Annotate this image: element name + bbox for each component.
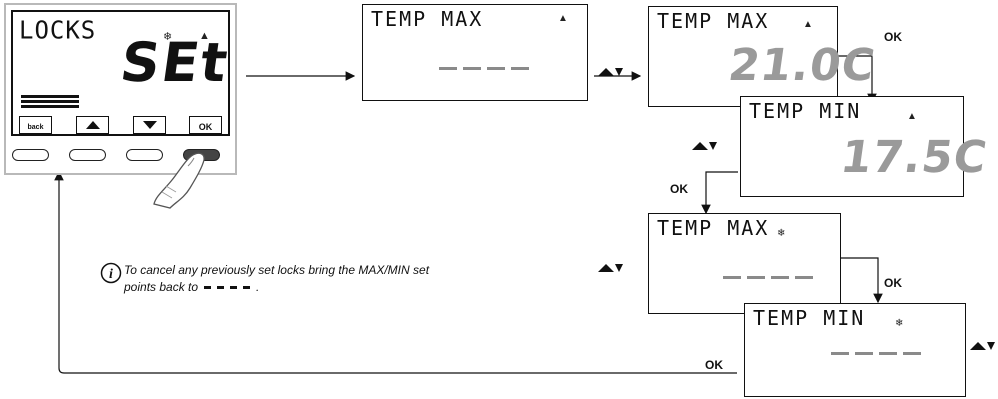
set-value: 21.0C: [725, 40, 879, 91]
screen-temp-max-dashes: TEMP MAX ▲: [362, 4, 588, 101]
ok-label: OK: [670, 182, 688, 196]
svg-text:i: i: [109, 267, 113, 282]
flame-icon: ▲: [558, 13, 568, 24]
updown-icon-2: [692, 142, 717, 150]
screen-title: TEMP MIN: [749, 99, 862, 123]
thermostat-device: LOCKS ❄ ▲ SEt back OK: [4, 3, 237, 175]
device-lcd: LOCKS ❄ ▲ SEt back OK: [11, 10, 234, 136]
screen-title: TEMP MIN: [753, 306, 866, 330]
screen-title: TEMP MAX: [657, 9, 770, 33]
ok-label: OK: [884, 276, 902, 290]
blinking-dashes: [439, 67, 529, 70]
screen-title: TEMP MAX: [371, 7, 484, 31]
down-softkey[interactable]: [133, 116, 166, 134]
flame-icon: ▲: [907, 111, 917, 122]
device-mode-text: LOCKS: [19, 15, 97, 45]
updown-icon-1: [598, 68, 623, 76]
hw-button-up[interactable]: [69, 149, 106, 161]
snowflake-icon: ❄: [163, 31, 173, 43]
arrow-ok-to-min-dashes: [841, 257, 883, 304]
flame-icon: ▲: [199, 30, 210, 42]
arrow-ok-to-min: [838, 55, 877, 104]
snowflake-icon: ❄: [895, 318, 904, 329]
arrow-back-to-device: [54, 170, 737, 374]
up-arrow-icon: [86, 121, 100, 129]
down-arrow-icon: [143, 121, 157, 129]
note-line-1: To cancel any previously set locks bring…: [124, 263, 430, 277]
finger-icon: [153, 152, 205, 209]
set-value: 17.5C: [837, 132, 991, 183]
screen-temp-min-value: TEMP MIN ▲ 17.5C: [740, 96, 991, 197]
screen-temp-min-dashes-cool: TEMP MIN ❄: [744, 303, 966, 397]
flame-icon: ▲: [803, 19, 813, 30]
hw-button-down[interactable]: [126, 149, 163, 161]
hw-button-back[interactable]: [12, 149, 49, 161]
updown-icon-4: [970, 342, 995, 350]
blinking-dashes: [723, 276, 813, 279]
up-softkey[interactable]: [76, 116, 109, 134]
arrow-ok-to-max-dashes: [701, 171, 738, 215]
ok-label: OK: [884, 30, 902, 44]
device-display-value: SEt: [116, 31, 234, 94]
updown-icon-3: [598, 264, 623, 272]
dash-sample: [204, 286, 251, 289]
screen-temp-max-value: TEMP MAX ▲ 21.0C: [648, 6, 879, 107]
info-note: To cancel any previously set locks bring…: [124, 262, 584, 296]
screen-temp-max-dashes-cool: TEMP MAX ❄: [648, 213, 841, 314]
back-softkey[interactable]: back: [19, 116, 52, 134]
ok-label: OK: [705, 358, 723, 372]
info-icon: i: [100, 262, 122, 284]
snowflake-icon: ❄: [777, 228, 786, 239]
note-line-2: points back to: [124, 280, 199, 294]
screen-title: TEMP MAX: [657, 216, 770, 240]
level-bars: [21, 95, 79, 110]
ok-softkey[interactable]: OK: [189, 116, 222, 134]
blinking-dashes: [831, 352, 921, 355]
